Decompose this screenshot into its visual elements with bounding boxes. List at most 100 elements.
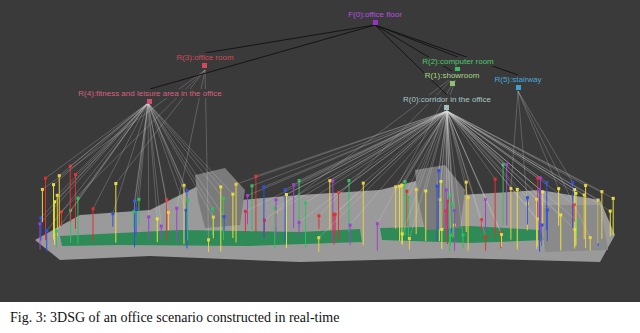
object-node — [223, 215, 226, 218]
object-node — [571, 181, 574, 184]
object-stick — [148, 217, 149, 240]
object-node — [445, 188, 448, 191]
scene-background: F(0):office floorR(3):office roomR(2):co… — [0, 0, 640, 302]
object-stick — [40, 218, 41, 241]
object-node — [415, 188, 418, 191]
object-stick — [377, 224, 378, 251]
node-label: R(1):showroom — [424, 71, 481, 80]
object-link — [447, 111, 527, 198]
object-node — [137, 198, 140, 201]
object-node — [408, 237, 411, 240]
object-stick — [450, 235, 451, 246]
object-link — [447, 111, 502, 235]
object-stick — [54, 202, 55, 245]
object-link — [248, 111, 447, 196]
room-node: R(3):office room — [175, 53, 234, 68]
object-link — [447, 111, 561, 215]
object-link — [447, 111, 613, 198]
object-node — [574, 192, 577, 195]
object-stick — [77, 198, 78, 244]
object-link — [148, 103, 224, 217]
object-stick — [447, 201, 448, 244]
node-marker — [516, 85, 521, 90]
object-link — [447, 111, 451, 235]
object-stick — [168, 212, 169, 230]
object-stick — [161, 226, 162, 239]
object-stick — [440, 181, 441, 230]
object-node — [545, 181, 548, 184]
object-node — [185, 189, 188, 192]
object-stick — [93, 209, 94, 241]
object-link — [148, 103, 213, 217]
object-stick — [329, 181, 330, 230]
object-stick — [584, 195, 585, 239]
object-stick — [363, 183, 364, 245]
object-node — [285, 193, 288, 196]
object-stick — [527, 198, 528, 225]
object-node — [526, 196, 529, 199]
object-stick — [506, 165, 507, 226]
object-node — [609, 210, 612, 213]
object-link — [330, 111, 447, 181]
hierarchy-edge — [375, 25, 518, 75]
object-link — [148, 103, 187, 191]
node-label: R(0):corridor in the office — [402, 95, 492, 104]
object-node — [175, 207, 178, 210]
object-node — [44, 177, 47, 180]
object-node — [461, 234, 464, 237]
object-stick — [575, 193, 576, 245]
object-node — [231, 193, 234, 196]
object-node — [219, 185, 222, 188]
object-link — [47, 103, 148, 230]
floor-patch — [60, 229, 362, 246]
object-stick — [468, 197, 469, 250]
object-node — [439, 180, 442, 183]
object-stick — [136, 209, 137, 235]
object-node — [328, 179, 331, 182]
object-node — [222, 197, 225, 200]
edge-layer — [0, 0, 640, 302]
object-stick — [598, 200, 599, 246]
object-link — [447, 111, 540, 178]
object-link — [55, 103, 148, 202]
object-node — [331, 179, 334, 182]
object-node — [292, 183, 295, 186]
object-node — [211, 207, 214, 210]
object-link — [511, 91, 518, 188]
object-link — [402, 111, 447, 234]
object-node — [516, 188, 519, 191]
hierarchy-edge — [150, 25, 375, 89]
object-stick — [70, 166, 71, 222]
node-marker — [444, 105, 449, 110]
object-stick — [223, 198, 224, 240]
object-link — [447, 111, 598, 200]
object-stick — [338, 192, 339, 240]
object-stick — [536, 199, 537, 249]
object-link — [416, 73, 458, 190]
object-stick — [112, 214, 113, 227]
object-stick — [75, 174, 76, 228]
floor-cloud — [35, 180, 615, 262]
object-link — [408, 111, 447, 197]
object-node — [467, 196, 470, 199]
object-link — [56, 103, 148, 231]
object-stick — [138, 199, 139, 224]
object-node — [436, 185, 439, 188]
object-link — [299, 111, 447, 222]
object-node — [362, 182, 365, 185]
object-stick — [224, 217, 225, 231]
object-node — [584, 184, 587, 187]
object-link — [447, 111, 610, 211]
object-node — [407, 196, 410, 199]
object-link — [264, 111, 447, 187]
object-node — [332, 213, 335, 216]
object-node — [147, 215, 150, 218]
object-link — [275, 111, 447, 208]
node-marker — [373, 20, 378, 25]
object-stick — [59, 176, 60, 228]
object-node — [349, 224, 352, 227]
object-node — [453, 209, 456, 212]
object-node — [494, 178, 497, 181]
node-label: R(4):fitness and leisure area in the off… — [77, 89, 222, 98]
object-stick — [115, 184, 116, 243]
